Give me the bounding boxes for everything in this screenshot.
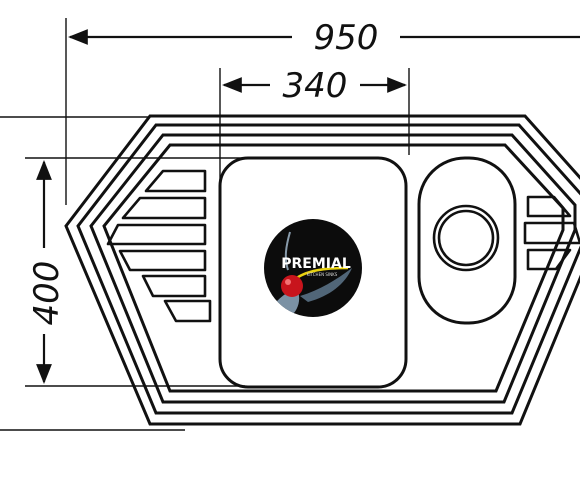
water-splash-2	[300, 268, 352, 302]
rim-contour-3	[89, 133, 577, 404]
rim-contour-2	[76, 123, 580, 415]
drain-slot	[118, 249, 207, 272]
right-drainboard-slots	[523, 195, 580, 271]
drain-slot	[523, 221, 580, 245]
brand-logo: PREMIAL KITCHEN SINKS	[264, 219, 362, 317]
outer-rim	[64, 114, 580, 426]
drain-slot	[121, 196, 207, 220]
left-drainboard-slots	[106, 169, 212, 323]
drain-slot	[163, 299, 212, 323]
logo-wordmark: PREMIAL	[281, 256, 351, 272]
dimension-bowl-width: 340	[219, 66, 410, 183]
sink-outline	[64, 114, 580, 426]
dimension-depth: 400	[0, 116, 245, 431]
drain-slot	[141, 274, 207, 298]
drain-outer-ring	[432, 204, 500, 272]
water-streak	[284, 231, 291, 271]
dimension-label-400: 400	[27, 261, 67, 326]
dimension-overall-width: 950	[65, 18, 580, 205]
small-bowl	[417, 156, 517, 325]
dimension-label-950: 950	[314, 18, 379, 58]
drain	[432, 204, 500, 272]
logo-tagline: KITCHEN SINKS	[307, 272, 338, 277]
drain-slot	[144, 169, 207, 193]
drain-slot	[106, 223, 207, 246]
main-bowl	[218, 156, 408, 389]
drain-slot	[526, 248, 572, 271]
cherry-highlight	[285, 279, 291, 285]
drain-slot	[526, 195, 572, 218]
dimension-label-340: 340	[283, 66, 348, 106]
drain-inner-ring	[437, 209, 495, 267]
rim-contour-4	[102, 143, 565, 393]
cherry	[281, 275, 303, 297]
